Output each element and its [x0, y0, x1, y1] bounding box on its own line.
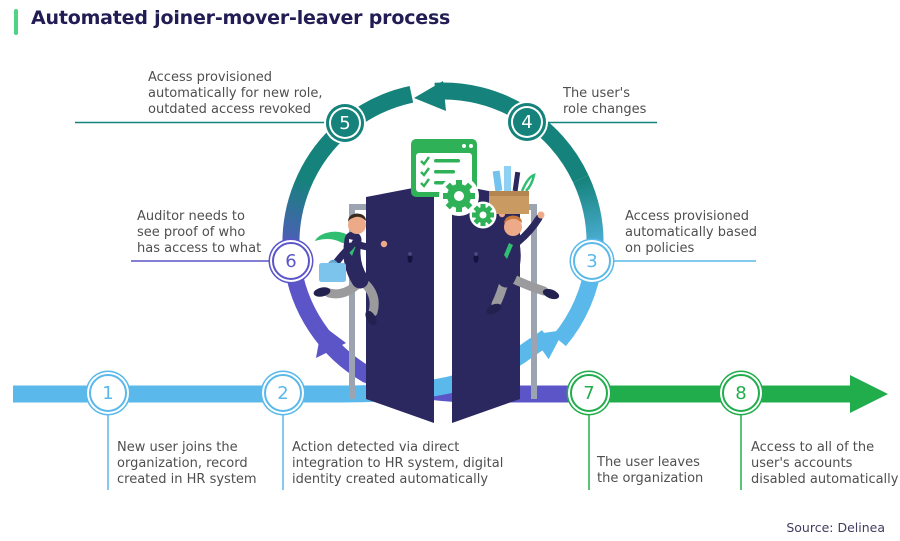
- label-connector-lines: [75, 121, 756, 490]
- source-attribution: Source: Delinea: [786, 520, 885, 535]
- leaver-raised-hand: [537, 211, 545, 219]
- step-node-7: 7: [570, 374, 608, 412]
- joiner-hair: [348, 213, 366, 222]
- window-dot2: [469, 144, 473, 148]
- box-item-bottle1: [492, 170, 503, 192]
- joiner-scarf: [315, 231, 352, 245]
- step-node-2: 2: [264, 374, 302, 412]
- timeline-arrowhead-icon: [850, 375, 888, 413]
- window-dot1: [462, 144, 466, 148]
- doorknob-right-dot: [474, 252, 478, 256]
- checkmark-icon-3: [420, 178, 430, 188]
- title-accent-bar: [14, 9, 18, 35]
- leaving-employee-with-box-illustration: [486, 166, 560, 315]
- running-joiner-illustration: [313, 213, 388, 326]
- joiner-back-arm: [351, 239, 386, 251]
- joiner-front-shoe: [313, 287, 331, 297]
- gear-small-center: [479, 211, 487, 219]
- leaver-hair: [504, 215, 522, 224]
- gears-icon: [439, 176, 497, 229]
- step-node-6: 6: [272, 242, 310, 280]
- step-6-label: Auditor needs to see proof of who has ac…: [137, 209, 262, 256]
- step-8-label: Access to all of the user's accounts dis…: [751, 440, 899, 487]
- belongings-box: [489, 191, 529, 214]
- checkmark-icon-1: [420, 156, 430, 166]
- cycle-entry-arrowhead-icon: [531, 330, 564, 360]
- cycle-top-arrowhead-icon: [414, 81, 446, 111]
- joiner-back-shoe: [365, 310, 377, 326]
- gear-large-icon: [443, 180, 475, 212]
- cycle-exit-arrowhead-icon: [316, 325, 346, 358]
- page-title: Automated joiner-mover-leaver process: [31, 7, 451, 29]
- step-1-label: New user joins the organization, record …: [117, 440, 257, 487]
- step-2-label: Action detected via direct integration t…: [292, 440, 504, 487]
- gear-large-center: [454, 191, 464, 201]
- step-node-3: 3: [573, 242, 611, 280]
- leaver-raised-arm: [514, 214, 543, 246]
- joiner-head: [348, 216, 366, 234]
- step-4-label: The user's role changes: [563, 86, 647, 117]
- step-5-label: Access provisioned automatically for new…: [148, 70, 323, 117]
- belongings-box-rim: [489, 191, 529, 196]
- briefcase-icon: [319, 263, 346, 282]
- joiner-back-hand: [380, 240, 388, 248]
- box-item-plant: [520, 173, 536, 192]
- leaver-back-shoe: [542, 288, 560, 300]
- step-node-4: 4: [508, 103, 546, 141]
- step-node-8: 8: [722, 374, 760, 412]
- leaver-head: [504, 218, 522, 236]
- checklist-line-1: [434, 159, 460, 163]
- leaver-tie: [504, 243, 513, 259]
- step-7-label: The user leaves the organization: [597, 455, 704, 486]
- doorknob-left-dot: [408, 252, 412, 256]
- step-node-1: 1: [89, 374, 127, 412]
- step-node-5: 5: [326, 104, 364, 142]
- box-item-bottle3: [512, 171, 521, 192]
- step-3-label: Access provisioned automatically based o…: [625, 209, 757, 256]
- box-item-bottle2: [504, 166, 511, 191]
- leaver-front-shoe: [486, 303, 502, 315]
- checkmark-icon-2: [420, 167, 430, 177]
- checklist-line-2: [434, 170, 455, 174]
